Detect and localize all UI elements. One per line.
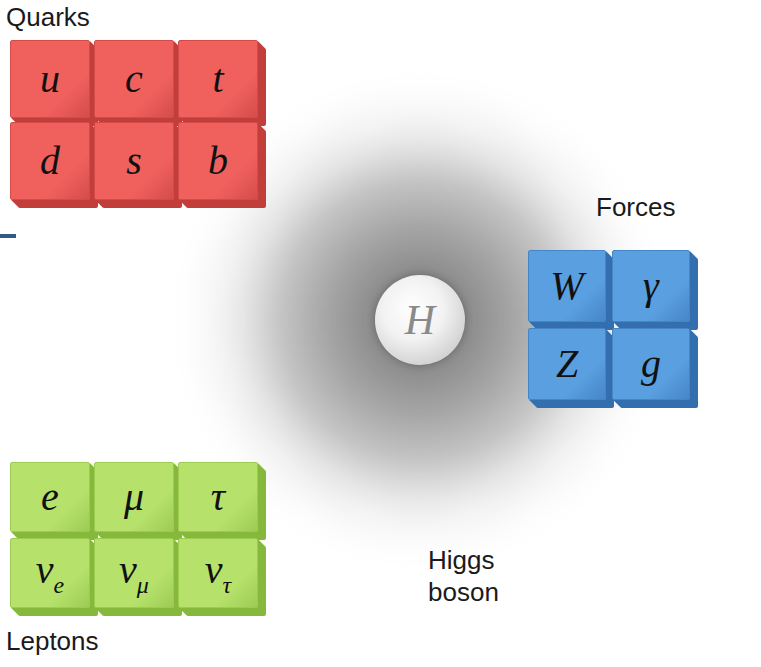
- symbol-group: t: [212, 59, 223, 99]
- lepton-tile: μ: [94, 462, 174, 532]
- symbol-group: μ: [124, 477, 144, 517]
- particle-symbol: b: [208, 138, 228, 183]
- particle-symbol: H: [405, 297, 435, 343]
- symbol-group: νμ: [119, 550, 149, 597]
- symbol-group: d: [40, 141, 60, 181]
- lepton-tile: e: [10, 462, 90, 532]
- particle-symbol: g: [641, 341, 661, 386]
- lepton-tile: τ: [178, 462, 258, 532]
- particle-subscript: τ: [223, 572, 232, 598]
- symbol-group: c: [125, 59, 143, 99]
- particle-subscript: μ: [137, 572, 149, 598]
- particle-symbol: s: [126, 138, 142, 183]
- particle-subscript: e: [54, 572, 65, 598]
- symbol-group: H: [405, 299, 435, 341]
- lepton-tile: νμ: [94, 538, 174, 608]
- particle-symbol: ν: [36, 547, 54, 592]
- symbol-group: b: [208, 141, 228, 181]
- particle-symbol: Z: [556, 341, 578, 386]
- particle-symbol: d: [40, 138, 60, 183]
- symbol-group: τ: [211, 477, 225, 517]
- symbol-group: s: [126, 141, 142, 181]
- quark-tile: u: [10, 40, 90, 118]
- symbol-group: Z: [556, 344, 578, 384]
- symbol-group: γ: [643, 266, 659, 306]
- cloud-petals: [133, 33, 707, 607]
- symbol-group: νe: [36, 550, 64, 597]
- group-label: Leptons: [6, 626, 99, 658]
- particle-symbol: γ: [643, 263, 659, 308]
- symbol-group: u: [40, 59, 60, 99]
- group-label: Forces: [596, 192, 675, 224]
- particle-symbol: μ: [124, 474, 144, 519]
- particle-symbol: W: [550, 263, 583, 308]
- quark-tile: c: [94, 40, 174, 118]
- force-tile: γ: [612, 250, 690, 322]
- quark-tile: t: [178, 40, 258, 118]
- higgs-circle: H: [375, 275, 465, 365]
- group-label: Quarks: [6, 2, 90, 34]
- symbol-group: W: [550, 266, 583, 306]
- force-tile: Z: [528, 328, 606, 400]
- particle-symbol: c: [125, 56, 143, 101]
- particle-symbol: e: [41, 474, 59, 519]
- particle-symbol: τ: [211, 474, 225, 519]
- force-tile: W: [528, 250, 606, 322]
- quark-tile: d: [10, 122, 90, 200]
- particle-symbol: t: [212, 56, 223, 101]
- particle-symbol: ν: [119, 547, 137, 592]
- quark-tile: s: [94, 122, 174, 200]
- group-label: Higgs boson: [428, 545, 548, 608]
- symbol-group: e: [41, 477, 59, 517]
- lepton-tile: ντ: [178, 538, 258, 608]
- force-tile: g: [612, 328, 690, 400]
- quark-tile: b: [178, 122, 258, 200]
- edge-bar: [0, 234, 16, 238]
- symbol-group: g: [641, 344, 661, 384]
- particle-symbol: u: [40, 56, 60, 101]
- symbol-group: ντ: [205, 550, 231, 597]
- lepton-tile: νe: [10, 538, 90, 608]
- particle-symbol: ν: [205, 547, 223, 592]
